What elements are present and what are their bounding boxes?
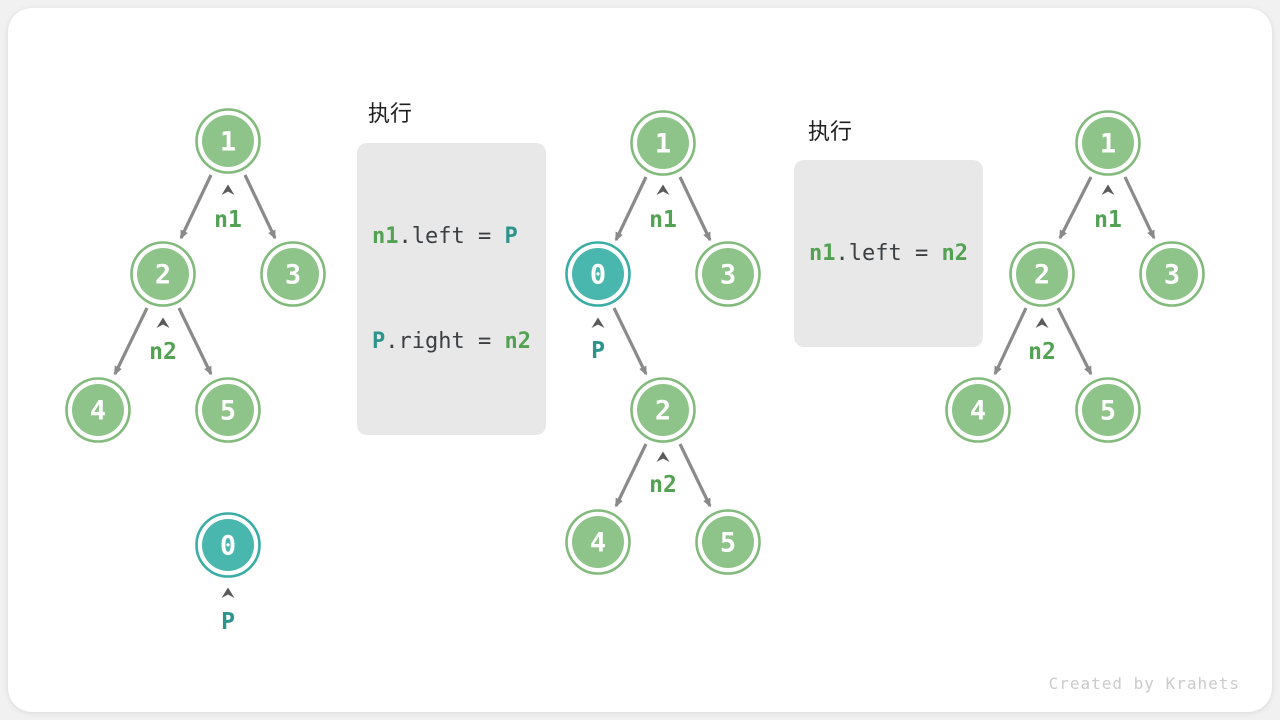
tree-node: 5 (1075, 377, 1141, 443)
node-value: 1 (220, 126, 236, 157)
edge-1-3 (1123, 176, 1156, 240)
code-token: n1 (372, 224, 399, 249)
pointer-label-n1: n1 (1094, 207, 1122, 233)
tree-node-p: 0 (195, 512, 261, 578)
pointer-caret-icon (1035, 317, 1049, 328)
pointer-caret-icon (221, 184, 235, 195)
edge-1-2 (179, 174, 213, 240)
tree-left: 1 2 3 4 5 (65, 108, 326, 635)
exec-title-1: 执行 (368, 101, 413, 126)
tree-node: 2 (130, 241, 196, 307)
code-token: .left = (398, 224, 505, 249)
edge-2-5 (678, 443, 712, 508)
node-value: 2 (655, 395, 671, 426)
tree-node: 4 (945, 377, 1011, 443)
node-value: 5 (720, 527, 736, 558)
tree-node: 3 (695, 241, 761, 307)
code-box-1: n1.left = P P.right = n2 (357, 143, 546, 435)
pointer-caret-icon (156, 317, 170, 328)
tree-right: 1 2 3 4 5 n1 (945, 110, 1205, 443)
pointer-caret-icon (656, 184, 670, 195)
edge-2-4 (614, 443, 648, 508)
tree-node: 2 (1009, 241, 1075, 307)
exec-title-2: 执行 (808, 119, 853, 144)
tree-node: 5 (195, 377, 261, 443)
node-value: 0 (220, 530, 236, 561)
code-box-2: n1.left = n2 (794, 160, 983, 347)
tree-node: 3 (1139, 241, 1205, 307)
edge-1-3 (243, 174, 277, 240)
edge-2-4 (993, 307, 1028, 376)
node-value: 2 (155, 259, 171, 290)
node-value: 1 (655, 128, 671, 159)
node-value: 2 (1034, 259, 1050, 290)
node-value: 4 (90, 395, 106, 426)
code-token: P (504, 224, 518, 249)
tree-node: 4 (65, 377, 131, 443)
edge-2-4 (113, 307, 149, 376)
tree-node: 1 (195, 108, 261, 174)
node-value: 4 (970, 395, 986, 426)
node-value: 4 (590, 527, 606, 558)
tree-middle: 1 0 3 2 4 (565, 110, 761, 575)
tree-node: 2 (630, 377, 696, 443)
pointer-caret-icon (591, 317, 605, 328)
pointer-label-p: P (591, 338, 605, 364)
pointer-label-n2: n2 (149, 339, 177, 365)
pointer-label-n1: n1 (649, 207, 677, 233)
tree-node-p: 0 (565, 241, 631, 307)
pointer-label-p: P (221, 609, 235, 635)
edge-2-5 (1056, 307, 1093, 376)
watermark-credit: Created by Krahets (1048, 674, 1240, 693)
node-value: 3 (1164, 259, 1180, 290)
edge-1-3 (678, 176, 712, 242)
tree-node: 1 (630, 110, 696, 176)
node-value: 3 (720, 259, 736, 290)
pointer-caret-icon (221, 587, 235, 598)
pointer-label-n2: n2 (649, 472, 677, 498)
code-token: .right = (385, 329, 505, 354)
code-token: .left = (835, 241, 942, 266)
edge-0-2 (612, 307, 648, 376)
node-value: 3 (285, 259, 301, 290)
code-line: n1.left = n2 (809, 236, 968, 271)
code-token: P (372, 329, 386, 354)
pointer-label-n1: n1 (214, 207, 242, 233)
node-value: 5 (1100, 395, 1116, 426)
edge-2-5 (177, 307, 213, 376)
tree-node: 5 (695, 509, 761, 575)
pointer-caret-icon (656, 451, 670, 462)
pointer-caret-icon (1101, 184, 1115, 195)
edge-1-0 (614, 176, 648, 242)
edge-1-2 (1058, 176, 1093, 240)
code-token: n2 (941, 241, 968, 266)
code-token: n1 (809, 241, 836, 266)
node-value: 0 (590, 259, 606, 290)
code-token: n2 (504, 329, 531, 354)
pointer-label-n2: n2 (1028, 339, 1056, 365)
tree-node: 1 (1075, 110, 1141, 176)
tree-node: 3 (260, 241, 326, 307)
node-value: 5 (220, 395, 236, 426)
tree-node: 4 (565, 509, 631, 575)
code-line: P.right = n2 (372, 324, 531, 359)
code-line: n1.left = P (372, 219, 531, 254)
node-value: 1 (1100, 128, 1116, 159)
